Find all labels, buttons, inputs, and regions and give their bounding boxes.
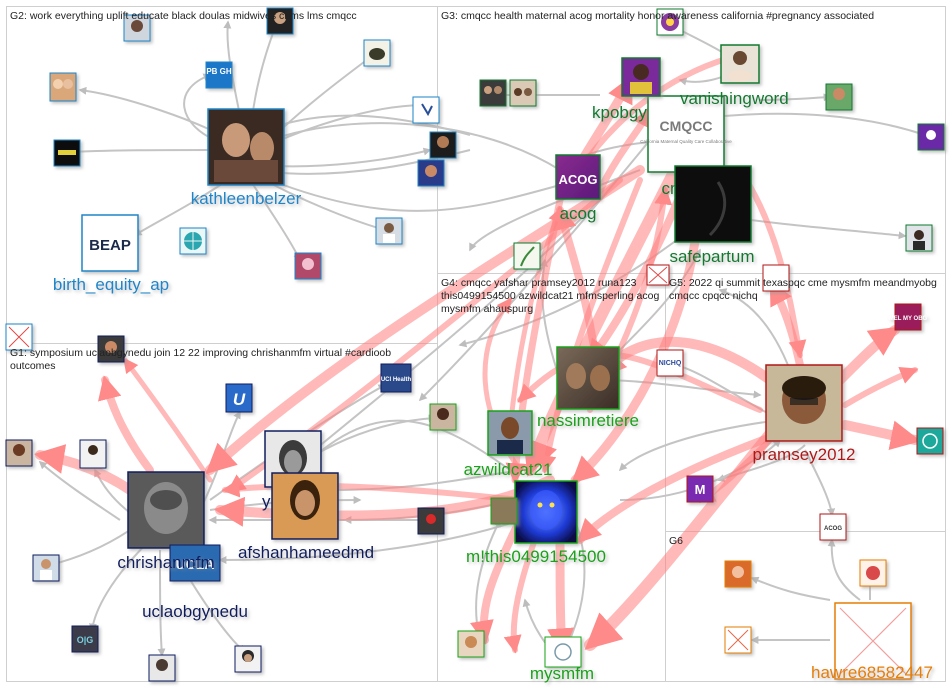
node-u-logo[interactable]: U <box>225 383 253 413</box>
node-g2-flower[interactable] <box>294 252 322 280</box>
node-melmy-obg[interactable]: MEL MY OBG <box>889 303 928 331</box>
label-kpobgyn: kpobgy <box>592 103 647 122</box>
label-safepartum: safepartum <box>669 247 754 266</box>
node-g3-broken-small[interactable] <box>646 264 670 286</box>
cmqcc-logo-text: CMQCC <box>660 118 713 134</box>
node-pramsey2012[interactable] <box>765 364 843 442</box>
node-obg-logo[interactable]: O|G <box>71 625 99 653</box>
node-g4-woman[interactable] <box>429 403 457 431</box>
node-g5-broken[interactable] <box>762 264 790 292</box>
node-g1-woman-2[interactable] <box>79 439 107 469</box>
node-g3-heart[interactable] <box>656 8 684 36</box>
group-title-g1: G1: symposium uclaobgynedu join 12 22 im… <box>10 347 392 372</box>
node-g3-man[interactable] <box>905 224 933 252</box>
label-pramsey2012: pramsey2012 <box>752 445 855 464</box>
node-g6-anime[interactable] <box>724 560 752 588</box>
label-uclaobgynedu: uclaobgynedu <box>142 602 248 621</box>
pbgh-logo-text: PB GH <box>206 67 232 76</box>
node-birth-equity-ap[interactable]: BEAP <box>81 214 139 272</box>
melmy-logo-text: MEL MY OBG <box>889 316 928 322</box>
group-box-g6 <box>665 531 946 682</box>
uci-logo-text: UCI Health <box>381 377 412 383</box>
node-g1-woman-left[interactable] <box>5 439 33 467</box>
node-vanishingword[interactable] <box>720 44 760 84</box>
node-g1-woman-top[interactable] <box>97 335 125 363</box>
ucla-logo-text: UCLA <box>176 556 215 572</box>
node-g2-top-photo-2[interactable] <box>266 7 294 35</box>
node-g3-purple-logo[interactable] <box>917 123 945 151</box>
node-g2-globe[interactable] <box>179 227 207 255</box>
label-azwildcat21: azwildcat21 <box>464 460 553 479</box>
node-g2-woman-2[interactable] <box>417 159 445 187</box>
label-vanishingword: vanishingword <box>680 89 789 108</box>
node-nichq[interactable]: NICHQ <box>656 349 684 377</box>
node-g2-rock-logo[interactable] <box>363 39 391 67</box>
node-kpobgyn[interactable] <box>621 57 661 97</box>
node-g2-pair-photo[interactable] <box>49 72 77 102</box>
node-g1-man-bottom[interactable] <box>234 645 262 673</box>
node-g3-pair[interactable] <box>479 79 507 107</box>
label-mysmfm: mysmfm <box>530 664 594 683</box>
label-kathleenbelzer: kathleenbelzer <box>191 189 302 208</box>
node-g6-pregnant[interactable] <box>859 559 887 587</box>
node-g3-tree[interactable] <box>513 242 541 270</box>
node-acog[interactable]: ACOG <box>555 154 601 200</box>
beap-logo-text: BEAP <box>89 237 131 254</box>
group-title-g2: G2: work everything uplift educate black… <box>10 10 357 22</box>
group-title-g6: G6 <box>669 535 684 547</box>
node-g5-teal-logo[interactable] <box>916 427 944 455</box>
label-yafshar: y <box>262 492 271 511</box>
node-g2-woman-1[interactable] <box>429 131 457 159</box>
group-title-g3: G3: cmqcc health maternal acog mortality… <box>441 10 875 22</box>
node-this0499154500[interactable] <box>514 480 578 544</box>
node-g2-cmcf-logo[interactable] <box>412 96 440 124</box>
svg-text:M: M <box>695 482 706 497</box>
node-g4-runa-photo[interactable] <box>490 497 518 525</box>
node-g1-red-logo[interactable] <box>417 507 445 535</box>
label-acog: acog <box>560 204 597 223</box>
node-mysmfm[interactable] <box>544 636 582 668</box>
label-afshanhameedmd: afshanhameedmd <box>238 543 374 562</box>
node-cmqcc[interactable]: CMQCC California Maternal Quality Care C… <box>640 95 732 173</box>
node-g5-purple-m[interactable]: M <box>686 475 714 503</box>
node-uci-health[interactable]: UCI Health <box>380 363 412 393</box>
node-azwildcat21[interactable] <box>487 410 533 456</box>
cmqcc-logo-sub: California Maternal Quality Care Collabo… <box>640 139 732 144</box>
obg-logo-text: O|G <box>77 635 94 645</box>
node-chrishanmfm[interactable] <box>127 471 205 549</box>
node-g2-top-photo[interactable] <box>123 14 151 42</box>
acog-logo-text: ACOG <box>559 172 598 187</box>
node-kathleenbelzer[interactable] <box>207 108 285 186</box>
node-hawre68582447[interactable] <box>834 602 912 680</box>
node-g2-dark-logo[interactable] <box>53 139 81 167</box>
label-this0499154500: m!this0499154500 <box>466 547 606 566</box>
node-g4-woman-2[interactable] <box>457 630 485 658</box>
nichq-logo-text: NICHQ <box>659 360 682 367</box>
label-birth-equity-ap: birth_equity_ap <box>53 275 169 294</box>
node-pbgh[interactable]: PB GH <box>205 61 233 89</box>
node-g2-broken[interactable] <box>5 323 33 351</box>
group-title-g4: G4: cmqcc yafshar pramsey2012 runa123 th… <box>441 277 660 315</box>
u-logo-text: U <box>233 390 246 409</box>
node-nassimretiere[interactable] <box>556 346 620 410</box>
node-g1-woman-bottom[interactable] <box>148 654 176 682</box>
node-g6-broken[interactable] <box>724 626 752 654</box>
node-safepartum[interactable] <box>674 165 752 243</box>
label-nassimretiere: nassimretiere <box>537 411 639 430</box>
label-chrishanmfm: chrishanmfm <box>117 553 214 572</box>
node-g2-doctor[interactable] <box>375 217 403 245</box>
node-g3-woman[interactable] <box>825 83 853 111</box>
acog-small-text: ACOG <box>824 526 842 532</box>
node-ucla[interactable]: UCLA <box>169 544 221 582</box>
node-acog-small[interactable]: ACOG <box>819 513 847 541</box>
node-afshanhameedmd[interactable] <box>271 472 339 540</box>
group-title-g5: G5: 2022 qi summit texaspqc cme mysmfm m… <box>669 277 937 302</box>
node-g1-doctor[interactable] <box>32 554 60 582</box>
node-g3-pair-2[interactable] <box>509 79 537 107</box>
label-hawre68582447: hawre68582447 <box>811 663 933 682</box>
